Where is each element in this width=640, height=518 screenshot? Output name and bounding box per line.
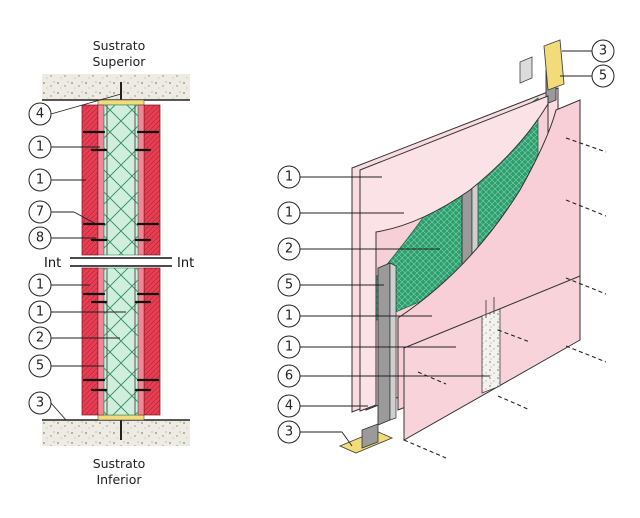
iso-callout-9: 3 <box>285 425 293 440</box>
section-callout-3: 1 <box>36 173 44 188</box>
iso-callout-leaders <box>300 50 592 447</box>
isometric-view: 1 1 2 5 1 1 6 4 3 3 5 <box>277 39 615 459</box>
top-substrate-label-1: Sustrato <box>93 38 146 53</box>
section-callout-8: 2 <box>36 331 44 346</box>
int-label-left: Int <box>44 256 61 271</box>
section-callout-5: 8 <box>36 231 44 246</box>
iso-callout-5: 1 <box>285 309 293 324</box>
section-callout-9: 5 <box>36 359 44 374</box>
iso-screw-marks <box>403 137 607 459</box>
section-upper-block <box>81 104 161 256</box>
bottom-substrate-slab <box>42 420 190 446</box>
top-substrate-slab <box>42 74 190 100</box>
iso-callout-7: 6 <box>285 369 293 384</box>
section-callout-6: 1 <box>36 278 44 293</box>
top-substrate-label-2: Superior <box>93 54 147 69</box>
iso-callout-2: 1 <box>285 206 293 221</box>
section-callout-1: 4 <box>36 107 44 122</box>
iso-callout-circles <box>277 39 615 444</box>
iso-stud-left <box>377 262 391 426</box>
section-callout-circles <box>28 102 52 415</box>
section-view: Sustrato Superior Sustrato Inferior Int … <box>28 38 194 487</box>
iso-callout-1: 1 <box>285 170 293 185</box>
iso-callout-6: 1 <box>285 340 293 355</box>
iso-callout-top-1: 3 <box>599 44 607 59</box>
bottom-track <box>97 414 145 421</box>
section-callout-10: 3 <box>36 396 44 411</box>
section-callout-7: 1 <box>36 305 44 320</box>
iso-callout-3: 2 <box>285 242 293 257</box>
section-callout-2: 1 <box>36 140 44 155</box>
iso-callout-4: 5 <box>285 278 293 293</box>
int-label-right: Int <box>177 256 194 271</box>
iso-top-track <box>543 39 565 91</box>
top-track <box>97 99 145 106</box>
section-screws <box>82 130 160 392</box>
section-callout-4: 7 <box>36 205 44 220</box>
iso-callout-8: 4 <box>285 399 293 414</box>
iso-callout-top-2: 5 <box>599 69 607 84</box>
section-lower-block <box>81 267 161 416</box>
iso-front-board-1 <box>359 95 549 412</box>
bottom-substrate-label-2: Inferior <box>96 472 142 487</box>
section-callouts <box>50 93 126 421</box>
bottom-substrate-label-1: Sustrato <box>93 456 146 471</box>
iso-cavity-fill <box>481 308 501 394</box>
